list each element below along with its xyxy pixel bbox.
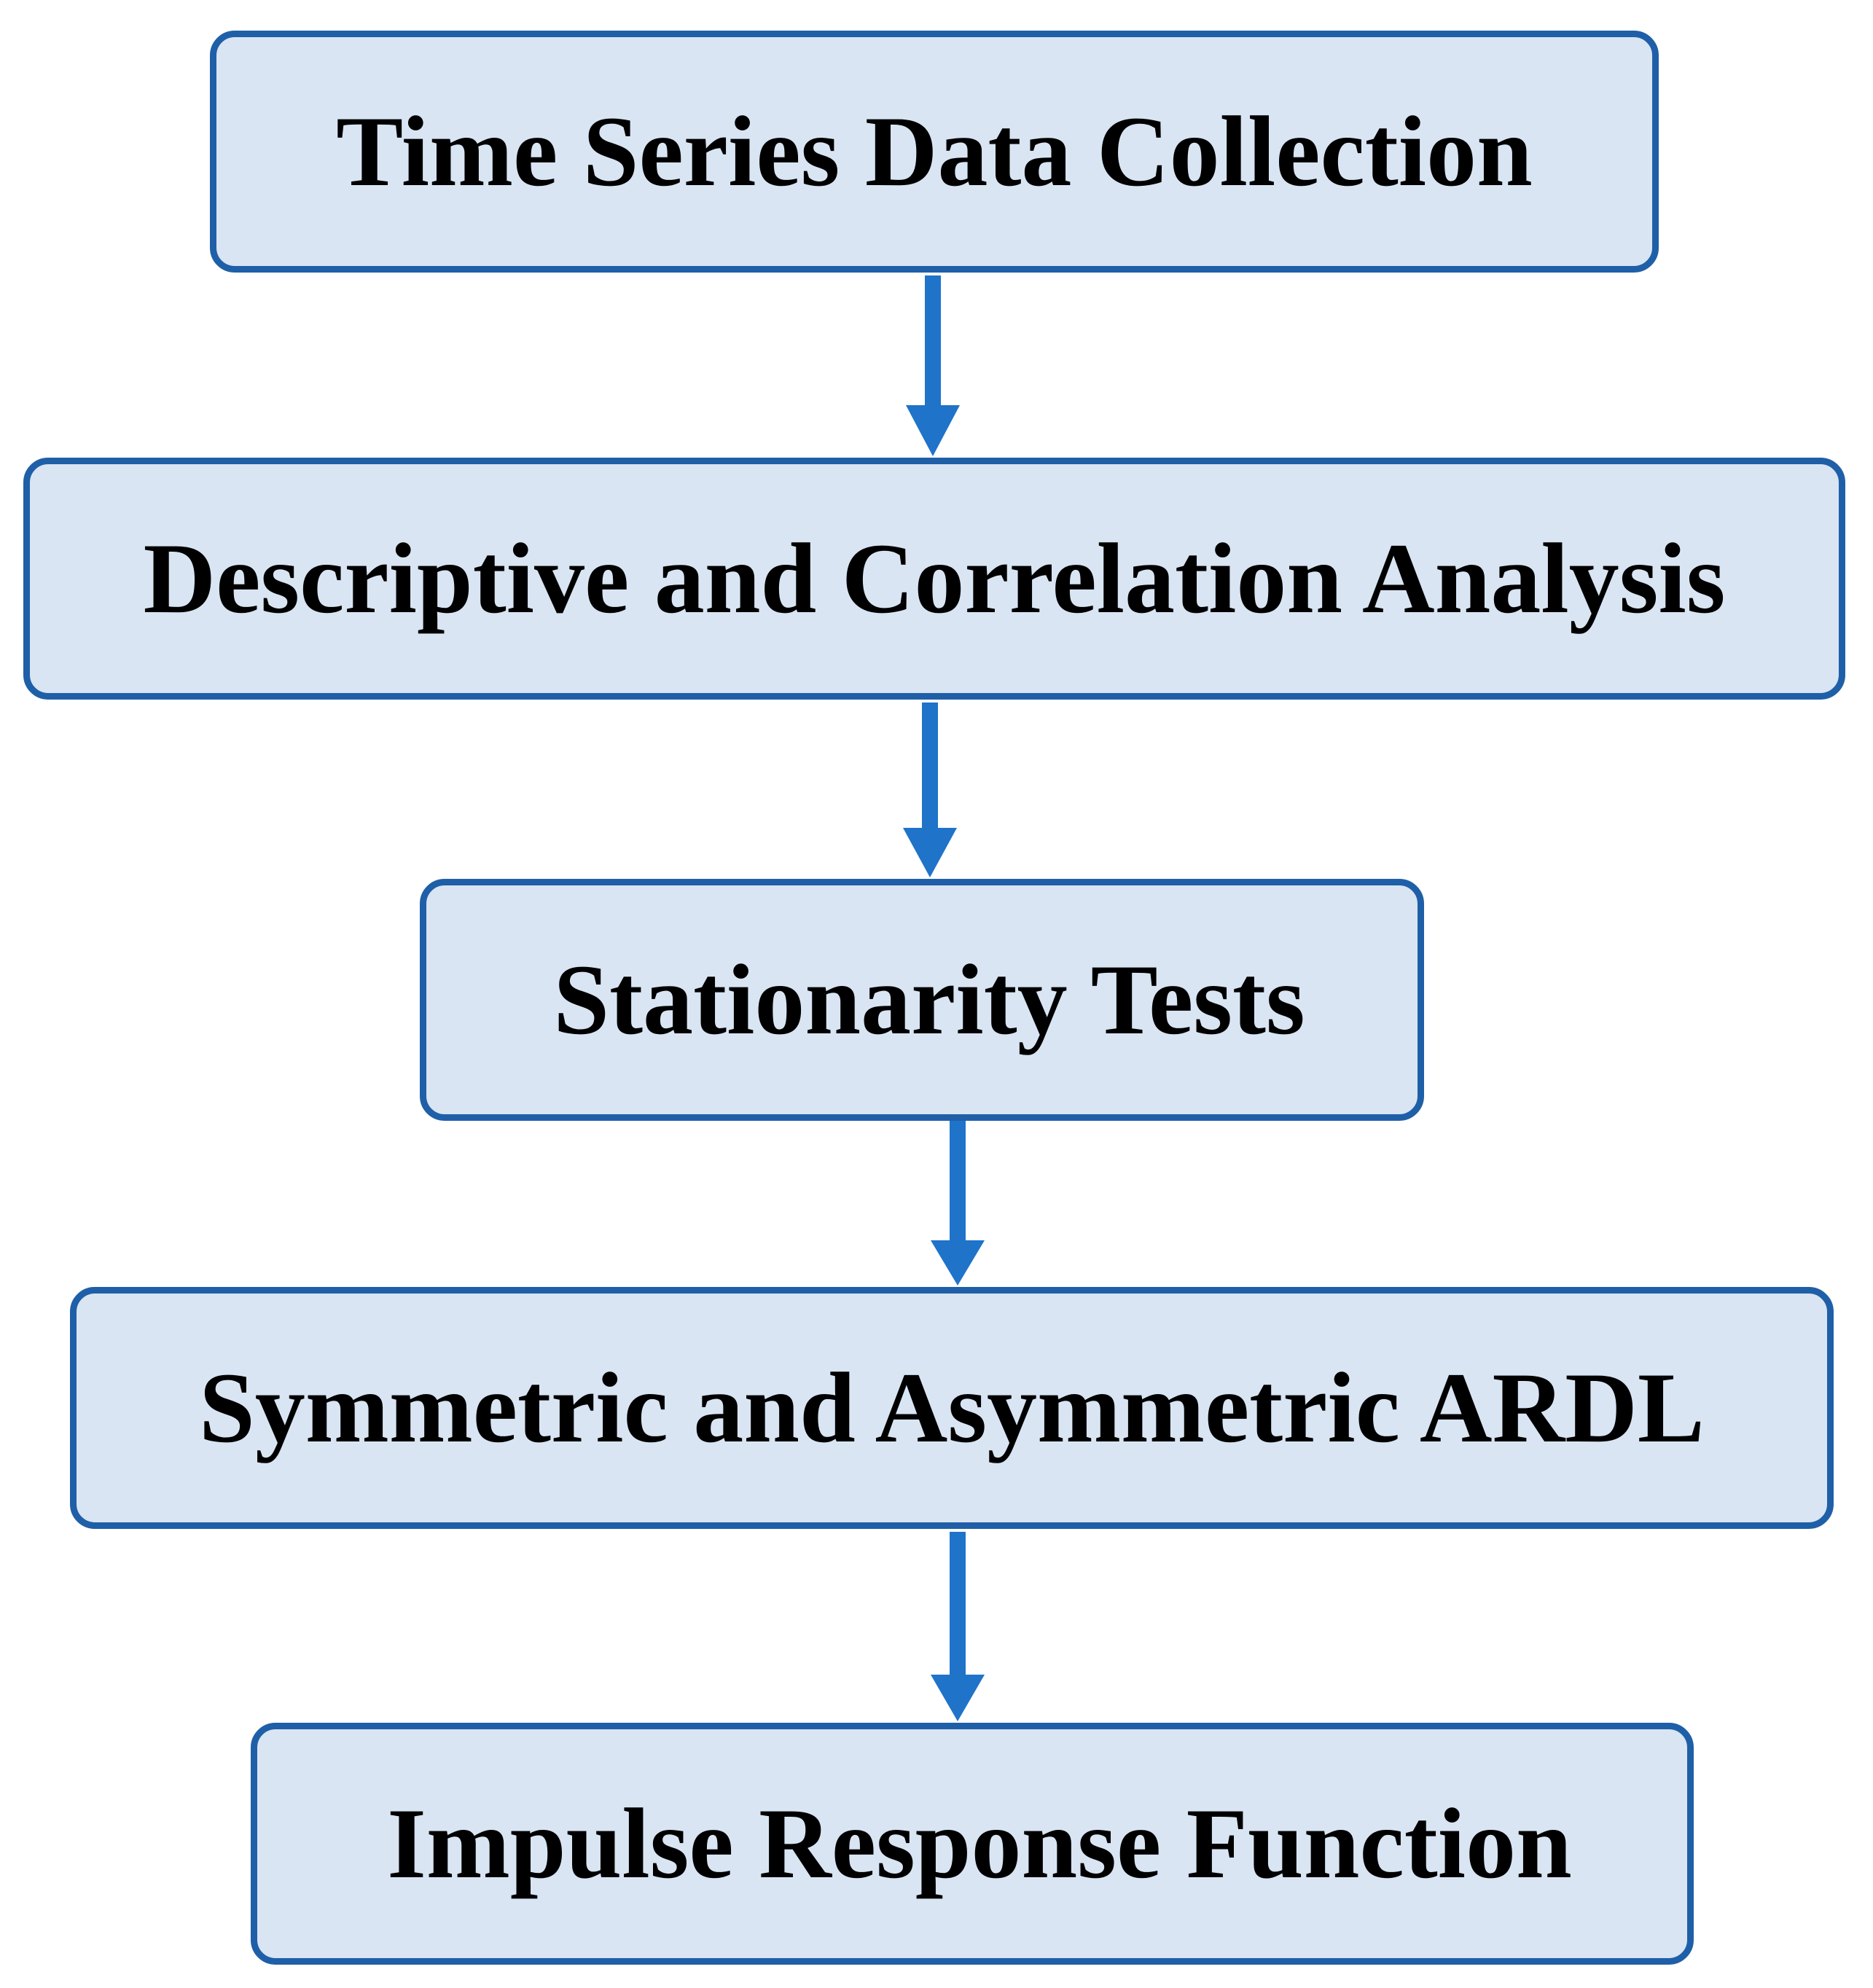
step-box-stationarity-tests: Stationarity Tests xyxy=(420,879,1424,1121)
step-label: Stationarity Tests xyxy=(553,944,1305,1055)
step-label: Impulse Response Function xyxy=(387,1788,1572,1899)
arrow-1-to-2 xyxy=(906,275,960,456)
step-box-data-collection: Time Series Data Collection xyxy=(210,31,1659,273)
arrow-3-to-4 xyxy=(931,1105,985,1285)
step-label: Symmetric and Asymmetric ARDL xyxy=(199,1352,1705,1463)
step-box-ardl: Symmetric and Asymmetric ARDL xyxy=(70,1287,1834,1529)
step-box-impulse-response: Impulse Response Function xyxy=(251,1723,1694,1965)
step-box-descriptive-correlation: Descriptive and Correlation Analysis xyxy=(23,458,1845,700)
step-label: Descriptive and Correlation Analysis xyxy=(143,523,1726,634)
arrow-4-to-5 xyxy=(931,1532,985,1721)
step-label: Time Series Data Collection xyxy=(336,95,1533,207)
arrow-2-to-3 xyxy=(903,703,957,877)
